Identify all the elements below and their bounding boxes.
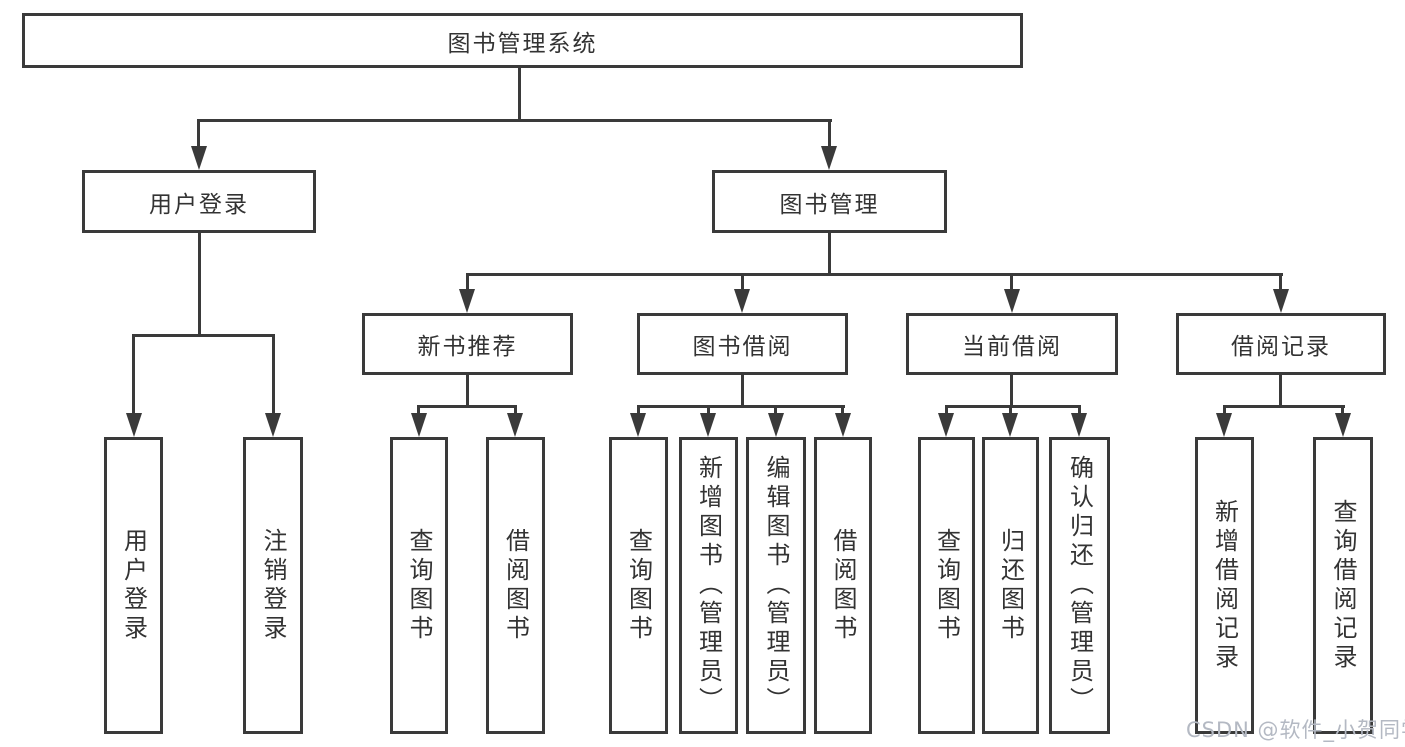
arrow-down-icon [191,146,207,170]
connector-line [945,405,1081,408]
node-root-label: 图书管理系统 [447,30,598,57]
connector-line [707,405,710,416]
connector-line [132,334,275,337]
arrow-down-icon [1002,413,1018,437]
connector-line [197,119,200,150]
watermark: CSDN @软件_小贺同学 [1186,718,1405,742]
connector-line [417,405,420,416]
node-book-borrow: 图书借阅 [637,313,848,375]
node-current-borrow-label: 当前借阅 [962,334,1062,360]
connector-line [828,233,831,275]
arrow-down-icon [1216,413,1232,437]
node-user-login: 用户登录 [82,170,316,233]
node-new-book-recommend-label: 新书推荐 [417,334,518,360]
connector-line [132,334,135,416]
leaf-return-book: 归还图书 [982,437,1039,734]
arrow-down-icon [1071,413,1087,437]
leaf-query-book-1-label: 查询图书 [405,527,433,644]
connector-line [1223,405,1345,408]
leaf-confirm-return-admin: 确认归还（管理员） [1049,437,1110,734]
leaf-return-book-label: 归还图书 [996,527,1025,644]
leaf-edit-book-admin-label: 编辑图书（管理员） [762,455,790,716]
connector-line [1223,405,1226,416]
node-current-borrow: 当前借阅 [906,313,1118,375]
arrow-down-icon [459,289,475,313]
leaf-borrow-book-2-label: 借阅图书 [829,527,857,644]
arrow-down-icon [1273,289,1289,313]
connector-line [637,405,640,416]
leaf-add-borrow-record-label: 新增借阅记录 [1210,498,1239,673]
connector-line [466,375,469,408]
connector-line [774,405,777,416]
arrow-down-icon [938,413,954,437]
leaf-borrow-book-1-label: 借阅图书 [501,527,530,644]
arrow-down-icon [700,413,716,437]
node-root: 图书管理系统 [22,13,1023,68]
connector-line [198,119,832,122]
leaf-borrow-book-1: 借阅图书 [486,437,545,734]
connector-line [272,334,275,416]
arrow-down-icon [630,413,646,437]
connector-line [1341,405,1344,416]
node-user-login-label: 用户登录 [149,191,249,218]
arrow-down-icon [265,413,281,437]
arrow-down-icon [734,289,750,313]
connector-line [637,405,845,408]
connector-line [1279,375,1282,408]
arrow-down-icon [507,413,523,437]
arrow-down-icon [821,146,837,170]
leaf-query-borrow-record: 查询借阅记录 [1313,437,1373,734]
leaf-user-login: 用户登录 [104,437,163,734]
connector-line [198,233,201,336]
connector-line [741,375,744,408]
leaf-query-book-3-label: 查询图书 [932,527,961,644]
leaf-query-borrow-record-label: 查询借阅记录 [1329,498,1357,673]
connector-line [741,273,744,292]
leaf-query-book-3: 查询图书 [918,437,975,734]
leaf-edit-book-admin: 编辑图书（管理员） [746,437,806,734]
connector-line [518,68,521,122]
leaf-query-book-2: 查询图书 [609,437,668,734]
leaf-add-book-admin-label: 新增图书（管理员） [694,455,723,716]
connector-line [1279,273,1282,292]
node-new-book-recommend: 新书推荐 [362,313,573,375]
node-borrow-record: 借阅记录 [1176,313,1386,375]
connector-line [1009,405,1012,416]
connector-line [1010,375,1013,408]
node-borrow-record-label: 借阅记录 [1231,334,1331,360]
node-book-management: 图书管理 [712,170,947,233]
arrow-down-icon [1004,289,1020,313]
connector-line [945,405,948,416]
leaf-query-book-1: 查询图书 [390,437,448,734]
connector-line [828,119,831,150]
connector-line [1078,405,1081,416]
leaf-logout: 注销登录 [243,437,303,734]
leaf-add-borrow-record: 新增借阅记录 [1195,437,1254,734]
arrow-down-icon [411,413,427,437]
leaf-user-login-label: 用户登录 [119,527,148,644]
connector-line [841,405,844,416]
connector-line [466,273,1283,276]
leaf-logout-label: 注销登录 [259,527,287,644]
connector-line [417,405,517,408]
arrow-down-icon [1335,413,1351,437]
connector-line [466,273,469,292]
leaf-borrow-book-2: 借阅图书 [814,437,872,734]
leaf-query-book-2-label: 查询图书 [624,527,653,644]
arrow-down-icon [835,413,851,437]
connector-line [1010,273,1013,292]
arrow-down-icon [126,413,142,437]
arrow-down-icon [768,413,784,437]
leaf-add-book-admin: 新增图书（管理员） [679,437,738,734]
node-book-borrow-label: 图书借阅 [692,334,793,360]
connector-line [514,405,517,416]
node-book-management-label: 图书管理 [779,191,880,218]
leaf-confirm-return-admin-label: 确认归还（管理员） [1065,455,1094,716]
